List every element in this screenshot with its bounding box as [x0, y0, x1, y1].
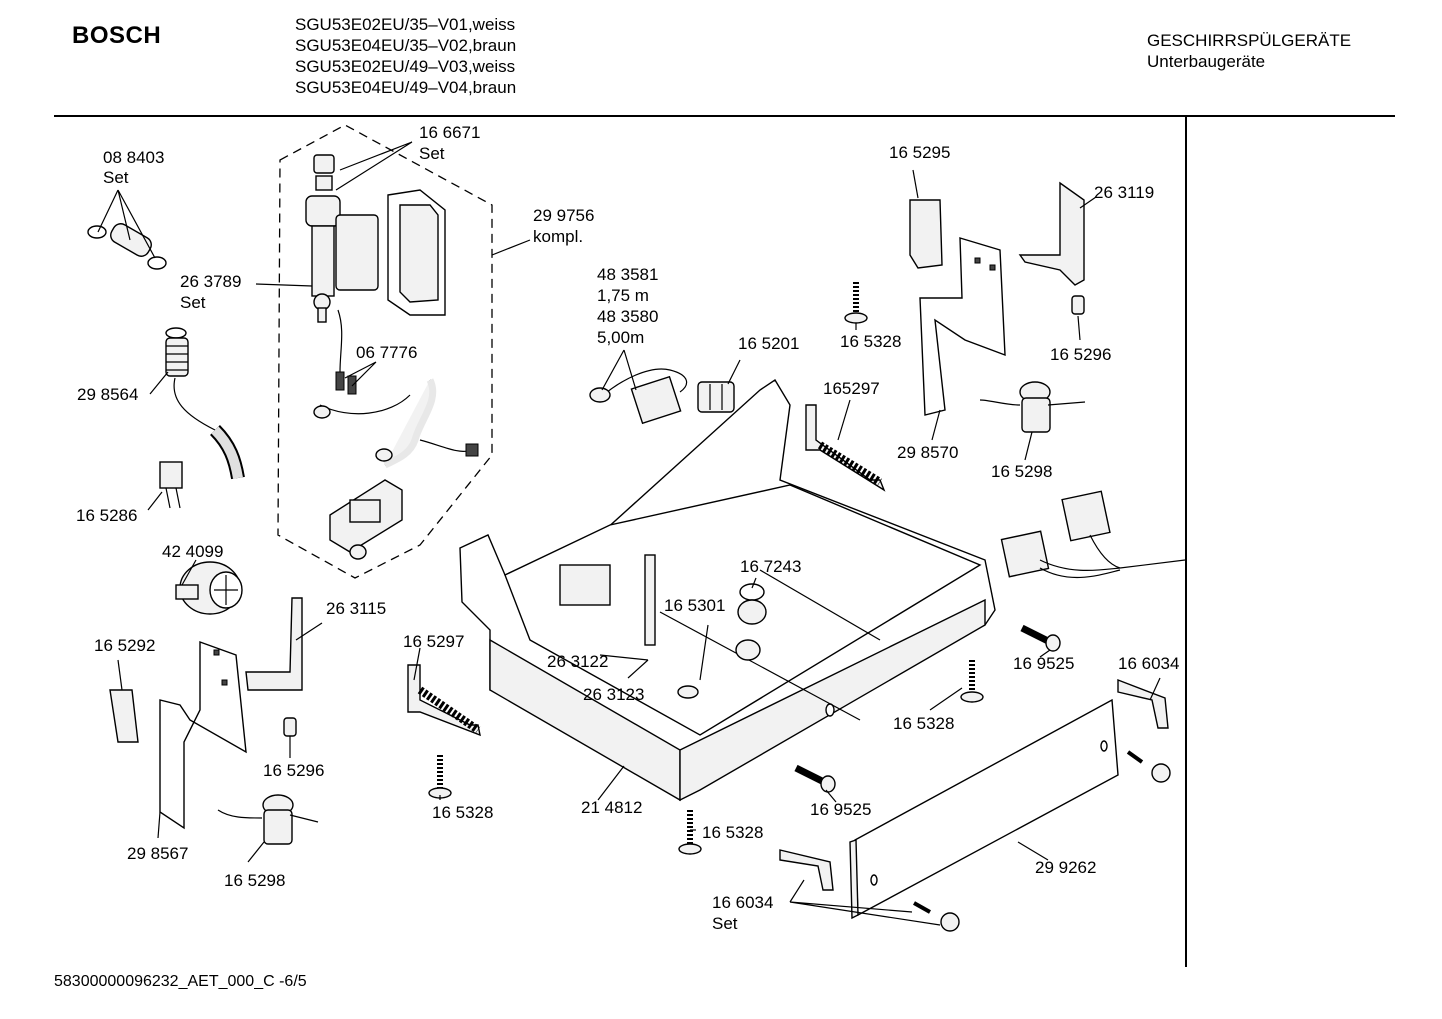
part-label: 26 3119 — [1094, 183, 1154, 202]
plinth-clip-bottom-part — [779, 849, 834, 891]
side-frame-part — [919, 237, 1006, 416]
part-label: 16 5328 — [432, 803, 493, 822]
part-label: 26 3122 — [547, 652, 608, 671]
category-line-2: Unterbaugeräte — [1147, 52, 1266, 71]
brand-logo: BOSCH — [72, 22, 162, 49]
assembly-group-outline — [277, 124, 493, 579]
hinge-bracket-part — [1018, 181, 1085, 315]
part-label: 21 4812 — [581, 798, 642, 817]
part-label-kompl: kompl. — [533, 227, 583, 246]
model-line: SGU53E02EU/49–V03,weiss — [295, 57, 516, 76]
part-label: 29 8564 — [77, 385, 138, 404]
part-label: 16 5328 — [893, 714, 954, 733]
header-divider — [54, 115, 1395, 117]
base-tub-part — [459, 379, 996, 802]
bolt-b-part — [794, 764, 836, 793]
circulation-pump-part — [175, 561, 243, 615]
side-plate-part — [109, 641, 247, 830]
part-label: 29 9262 — [1035, 858, 1096, 877]
part-label: 16 5298 — [224, 871, 285, 890]
part-label-set: Set — [180, 293, 206, 312]
model-line: SGU53E04EU/35–V02,braun — [295, 36, 517, 55]
part-label: 26 3115 — [326, 599, 386, 618]
cap-screw-top-part — [1126, 750, 1171, 783]
part-label: 26 3789 — [180, 272, 241, 291]
bellows-hose-part — [165, 327, 245, 480]
part-label: 16 6671 — [419, 123, 480, 142]
model-line: SGU53E02EU/35–V01,weiss — [295, 15, 516, 34]
bolt-a-part — [1020, 624, 1061, 652]
part-label-length: 5,00m — [597, 328, 644, 347]
part-label: 16 5286 — [76, 506, 137, 525]
part-label: 29 8570 — [897, 443, 958, 462]
part-label: 165297 — [823, 379, 880, 398]
hose-clamp-set-part — [87, 223, 167, 270]
bracket-top-part — [909, 199, 943, 269]
wire-clips-part — [313, 309, 411, 419]
spring-hinge-left-part — [407, 664, 481, 737]
screw-a-part — [428, 755, 452, 799]
part-label: 16 5328 — [702, 823, 763, 842]
part-label: 16 5296 — [1050, 345, 1111, 364]
screw-b-part — [678, 810, 702, 855]
model-list: SGU53E02EU/35–V01,weiss SGU53E04EU/35–V0… — [295, 14, 516, 98]
connector-harness-part — [1000, 490, 1186, 579]
cap-screw-bottom-part — [913, 901, 960, 932]
part-label: 48 3581 — [597, 265, 658, 284]
plinth-clip-top-part — [1117, 678, 1169, 729]
model-line: SGU53E04EU/49–V04,braun — [295, 78, 517, 97]
valve-cover-part — [387, 189, 446, 316]
part-label-set: Set — [419, 144, 445, 163]
document-id: 58300000096232_AET_000_C -6/5 — [54, 973, 307, 990]
terminal-block-part — [697, 381, 735, 413]
part-label: 29 8567 — [127, 844, 188, 863]
part-label: 26 3123 — [583, 685, 644, 704]
part-label: 16 5297 — [403, 632, 464, 651]
part-label: 16 7243 — [740, 557, 801, 576]
part-label-set: Set — [712, 914, 738, 933]
part-label: 16 6034 — [1118, 654, 1179, 673]
clip-part — [159, 461, 183, 509]
part-label: 16 5292 — [94, 636, 155, 655]
part-label: 16 5298 — [991, 462, 1052, 481]
category-line-1: GESCHIRRSPÜLGERÄTE — [1147, 31, 1352, 50]
category-title: GESCHIRRSPÜLGERÄTE Unterbaugeräte — [1147, 30, 1351, 72]
part-labels: 08 8403 Set 16 6671 Set 29 9756 kompl. 2… — [76, 123, 1179, 933]
part-label-length: 1,75 m — [597, 286, 649, 305]
drain-hose-coil-part — [375, 378, 479, 469]
part-label: 16 5296 — [263, 761, 324, 780]
part-label: 06 7776 — [356, 343, 417, 362]
part-label: 16 5328 — [840, 332, 901, 351]
bracket-part — [245, 597, 303, 737]
float-switch-part — [217, 794, 319, 845]
screw-c-part — [844, 282, 868, 324]
part-label: 16 5301 — [664, 596, 725, 615]
part-label: 29 9756 — [533, 206, 594, 225]
part-label: 16 6034 — [712, 893, 773, 912]
spring-hinge-top-part — [805, 404, 886, 492]
inlet-valve-part — [305, 154, 379, 323]
part-label: 16 9525 — [810, 800, 871, 819]
part-label: 16 9525 — [1013, 654, 1074, 673]
part-label: 16 5201 — [738, 334, 799, 353]
mains-cable-part — [589, 368, 688, 425]
part-label: 42 4099 — [162, 542, 223, 561]
right-margin-divider — [1185, 115, 1187, 967]
part-label-set: Set — [103, 168, 129, 187]
leader-lines — [97, 141, 1161, 926]
aquastop-module-part — [329, 479, 403, 560]
part-label: 08 8403 — [103, 148, 164, 167]
screw-d-part — [960, 660, 984, 703]
plinth-panel-part — [849, 698, 1119, 920]
part-label: 16 5295 — [889, 143, 950, 162]
float-switch-right-part — [979, 381, 1086, 433]
part-label: 48 3580 — [597, 307, 658, 326]
